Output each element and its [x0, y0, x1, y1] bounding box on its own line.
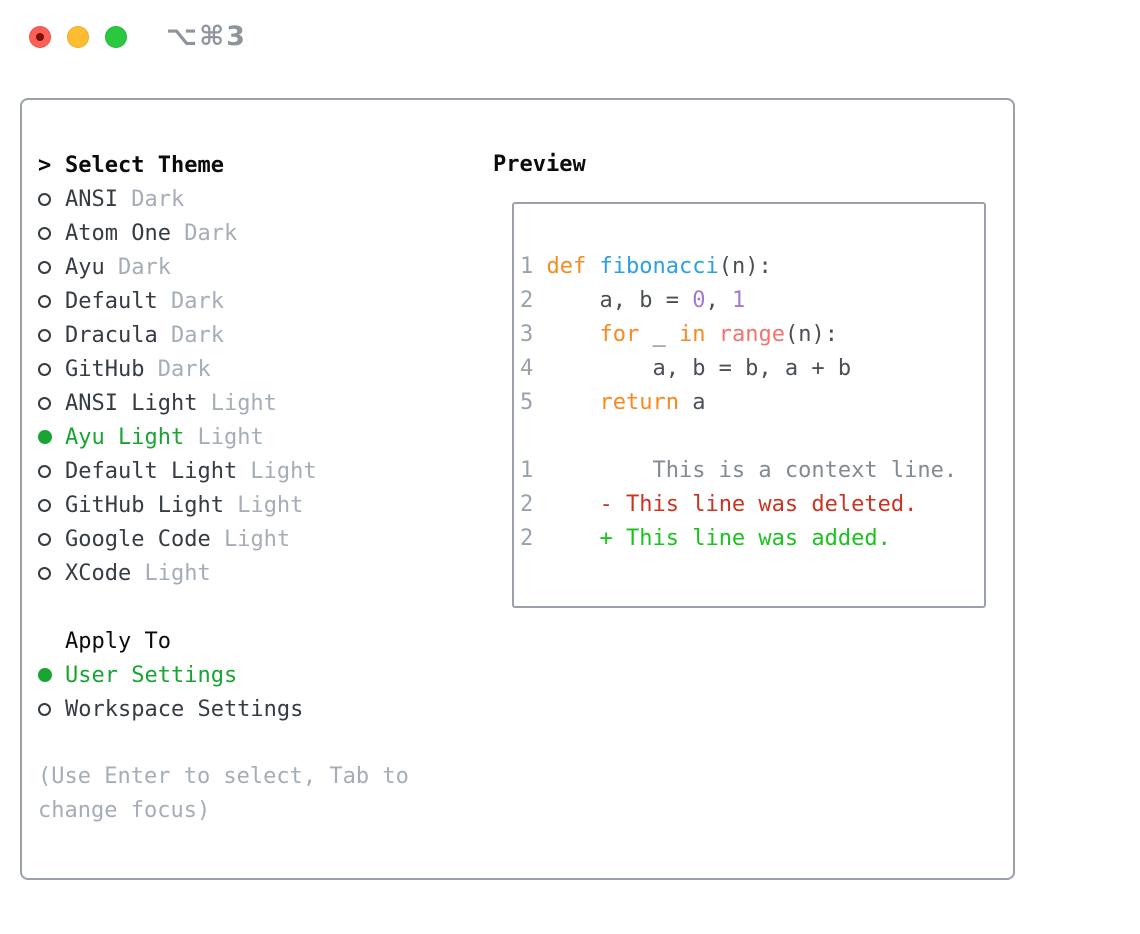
code-line: 1 This is a context line. [520, 458, 958, 483]
apply-to-title: Apply To [65, 628, 171, 654]
code-line: 5 return a [520, 390, 706, 415]
radio-icon [38, 260, 65, 274]
line-number: 1 [520, 458, 547, 483]
zoom-button[interactable] [105, 26, 127, 48]
theme-option[interactable]: Ayu Dark [38, 250, 409, 284]
radio-icon [38, 702, 65, 716]
theme-option[interactable]: Atom One Dark [38, 216, 409, 250]
option-label: Default Light Light [65, 458, 317, 484]
radio-icon [38, 498, 65, 512]
radio-icon [38, 328, 65, 342]
line-number: 5 [520, 390, 547, 415]
code-line: 2 a, b = 0, 1 [520, 288, 746, 313]
option-label: Google Code Light [65, 526, 291, 552]
theme-option[interactable]: Default Dark [38, 284, 409, 318]
theme-option[interactable]: XCode Light [38, 556, 409, 590]
line-number: 1 [520, 254, 547, 279]
line-number: 2 [520, 492, 547, 517]
radio-icon [38, 362, 65, 376]
theme-option[interactable]: Google Code Light [38, 522, 409, 556]
line-number: 3 [520, 322, 547, 347]
minimize-button[interactable] [67, 26, 89, 48]
code-line: 2 + This line was added. [520, 526, 891, 551]
theme-list-header: > Select Theme [38, 148, 409, 182]
window-title-shortcut: ⌥⌘3 [166, 21, 247, 52]
option-label: Ayu Dark [65, 254, 171, 280]
help-text-line: change focus) [38, 798, 211, 823]
theme-option[interactable]: GitHub Light Light [38, 488, 409, 522]
title-bar: ⌥⌘3 [0, 0, 1140, 98]
option-label: Default Dark [65, 288, 224, 314]
option-label: GitHub Dark [65, 356, 211, 382]
radio-selected-icon [38, 430, 65, 444]
preview-title: Preview [493, 152, 586, 177]
close-button[interactable] [29, 26, 51, 48]
option-label: GitHub Light Light [65, 492, 304, 518]
line-number: 2 [520, 288, 547, 313]
radio-icon [38, 566, 65, 580]
option-label: ANSI Dark [65, 186, 185, 212]
code-line: 3 for _ in range(n): [520, 322, 838, 347]
theme-option[interactable]: GitHub Dark [38, 352, 409, 386]
option-label: Ayu Light Light [65, 424, 264, 450]
apply-to-option[interactable]: Workspace Settings [38, 692, 409, 726]
theme-option[interactable]: Default Light Light [38, 454, 409, 488]
option-label: User Settings [65, 662, 238, 688]
apply-to-header: Apply To [38, 624, 409, 658]
unsaved-changes-dot-icon [36, 33, 44, 41]
theme-option[interactable]: Dracula Dark [38, 318, 409, 352]
apply-to-option[interactable]: User Settings [38, 658, 409, 692]
theme-option[interactable]: ANSI Dark [38, 182, 409, 216]
radio-icon [38, 192, 65, 206]
theme-list-title: Select Theme [65, 152, 224, 178]
option-label: ANSI Light Light [65, 390, 277, 416]
code-line: 2 - This line was deleted. [520, 492, 918, 517]
focus-caret-icon: > [38, 152, 52, 178]
code-blank-line [520, 420, 984, 454]
line-number: 2 [520, 526, 547, 551]
preview-code-box: 1 def fibonacci(n): 2 a, b = 0, 1 3 for _ … [512, 202, 986, 608]
option-label: Atom One Dark [65, 220, 238, 246]
radio-selected-icon [38, 668, 65, 682]
radio-icon [38, 464, 65, 478]
help-text-line: (Use Enter to select, Tab to [38, 764, 409, 789]
line-number: 4 [520, 356, 547, 381]
radio-icon [38, 396, 65, 410]
option-label: XCode Light [65, 560, 211, 586]
theme-option[interactable]: ANSI Light Light [38, 386, 409, 420]
option-label: Workspace Settings [65, 696, 304, 722]
code-line: 1 def fibonacci(n): [520, 254, 772, 279]
option-label: Dracula Dark [65, 322, 224, 348]
radio-icon [38, 294, 65, 308]
theme-option[interactable]: Ayu Light Light [38, 420, 409, 454]
radio-icon [38, 226, 65, 240]
code-line: 4 a, b = b, a + b [520, 356, 852, 381]
radio-icon [38, 532, 65, 546]
